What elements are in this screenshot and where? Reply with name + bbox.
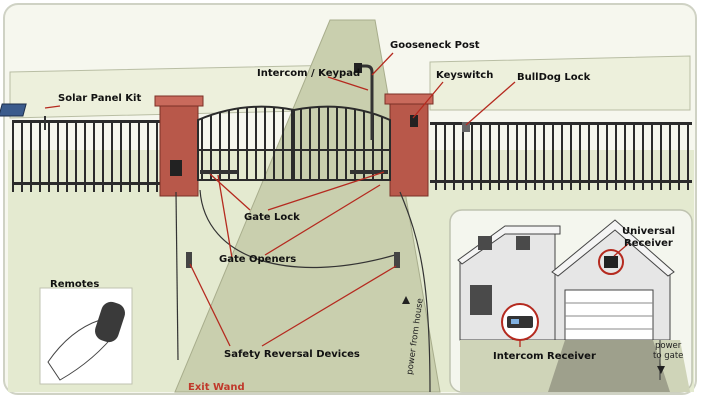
label-intercom-keypad: Intercom / Keypad [257, 68, 360, 79]
gate-right-leaf [294, 107, 390, 180]
fence-left [12, 120, 162, 192]
remotes-inset [40, 288, 132, 384]
label-gate-lock: Gate Lock [244, 212, 300, 223]
back-wall-right [430, 56, 690, 110]
label-power-to-gate-line1: power [655, 341, 682, 351]
gate-left-leaf [198, 107, 294, 180]
label-safety-reversal-devices: Safety Reversal Devices [224, 349, 360, 360]
pillar-left-cap [155, 96, 203, 106]
label-bulldog-lock: BullDog Lock [517, 72, 591, 83]
label-remotes: Remotes [50, 279, 99, 290]
label-exit-wand: Exit Wand [188, 382, 245, 393]
label-gate-openers: Gate Openers [219, 254, 296, 265]
intercom-receiver-icon [502, 304, 538, 340]
bulldog-lock-icon [462, 122, 470, 132]
label-universal-receiver-line1: Universal [622, 226, 675, 237]
label-intercom-receiver: Intercom Receiver [493, 351, 596, 362]
pillar-left [160, 102, 198, 196]
label-universal-receiver-line2: Receiver [624, 238, 673, 249]
label-power-to-gate-line2: to gate [653, 351, 683, 361]
fence-right [430, 122, 692, 190]
label-solar-panel-kit: Solar Panel Kit [58, 93, 141, 104]
control-box [170, 160, 182, 176]
safety-sensor-right-icon [394, 252, 400, 268]
label-keyswitch: Keyswitch [436, 70, 493, 81]
pillar-right [390, 100, 428, 196]
label-gooseneck-post: Gooseneck Post [390, 40, 480, 51]
